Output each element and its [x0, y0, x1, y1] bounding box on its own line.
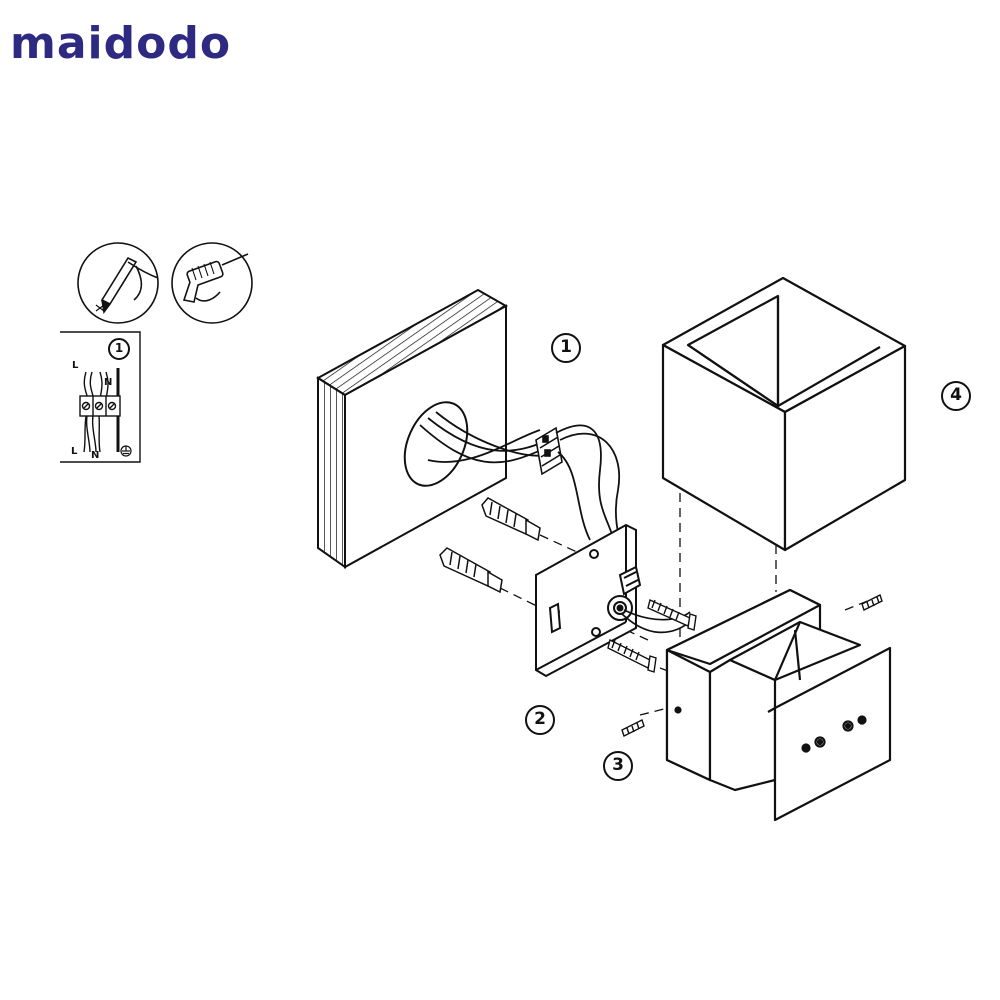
mounting-plate [535, 523, 642, 678]
step-4-marker: 4 [941, 381, 971, 411]
grub-screw-left [621, 719, 645, 737]
drill-icon [171, 242, 253, 324]
ground-symbol-icon [120, 445, 132, 457]
step-3-marker: 3 [603, 751, 633, 781]
wire-label-top-l: L [72, 360, 79, 371]
wall-block [316, 288, 509, 569]
terminal-connector [535, 426, 563, 476]
wire-label-bottom-n: N [91, 450, 100, 461]
brand-logo: maidodo [10, 18, 232, 69]
wall-anchor-bottom [439, 547, 503, 594]
wire-label-top-n: N [104, 377, 113, 388]
wire-label-bottom-l: L [71, 446, 78, 457]
step-1-marker: 1 [551, 333, 581, 363]
inset-step-marker: 1 [108, 338, 130, 360]
wiring-inset [60, 331, 141, 463]
step-2-marker: 2 [525, 705, 555, 735]
grub-screw-right [861, 594, 883, 611]
lamp-body [665, 588, 892, 822]
wall-anchor-top [481, 497, 541, 542]
wood-screw-bottom [607, 638, 657, 673]
lamp-shade-cube [661, 276, 907, 552]
pencil-marking-icon [77, 242, 159, 324]
wood-screw-top [647, 599, 697, 631]
